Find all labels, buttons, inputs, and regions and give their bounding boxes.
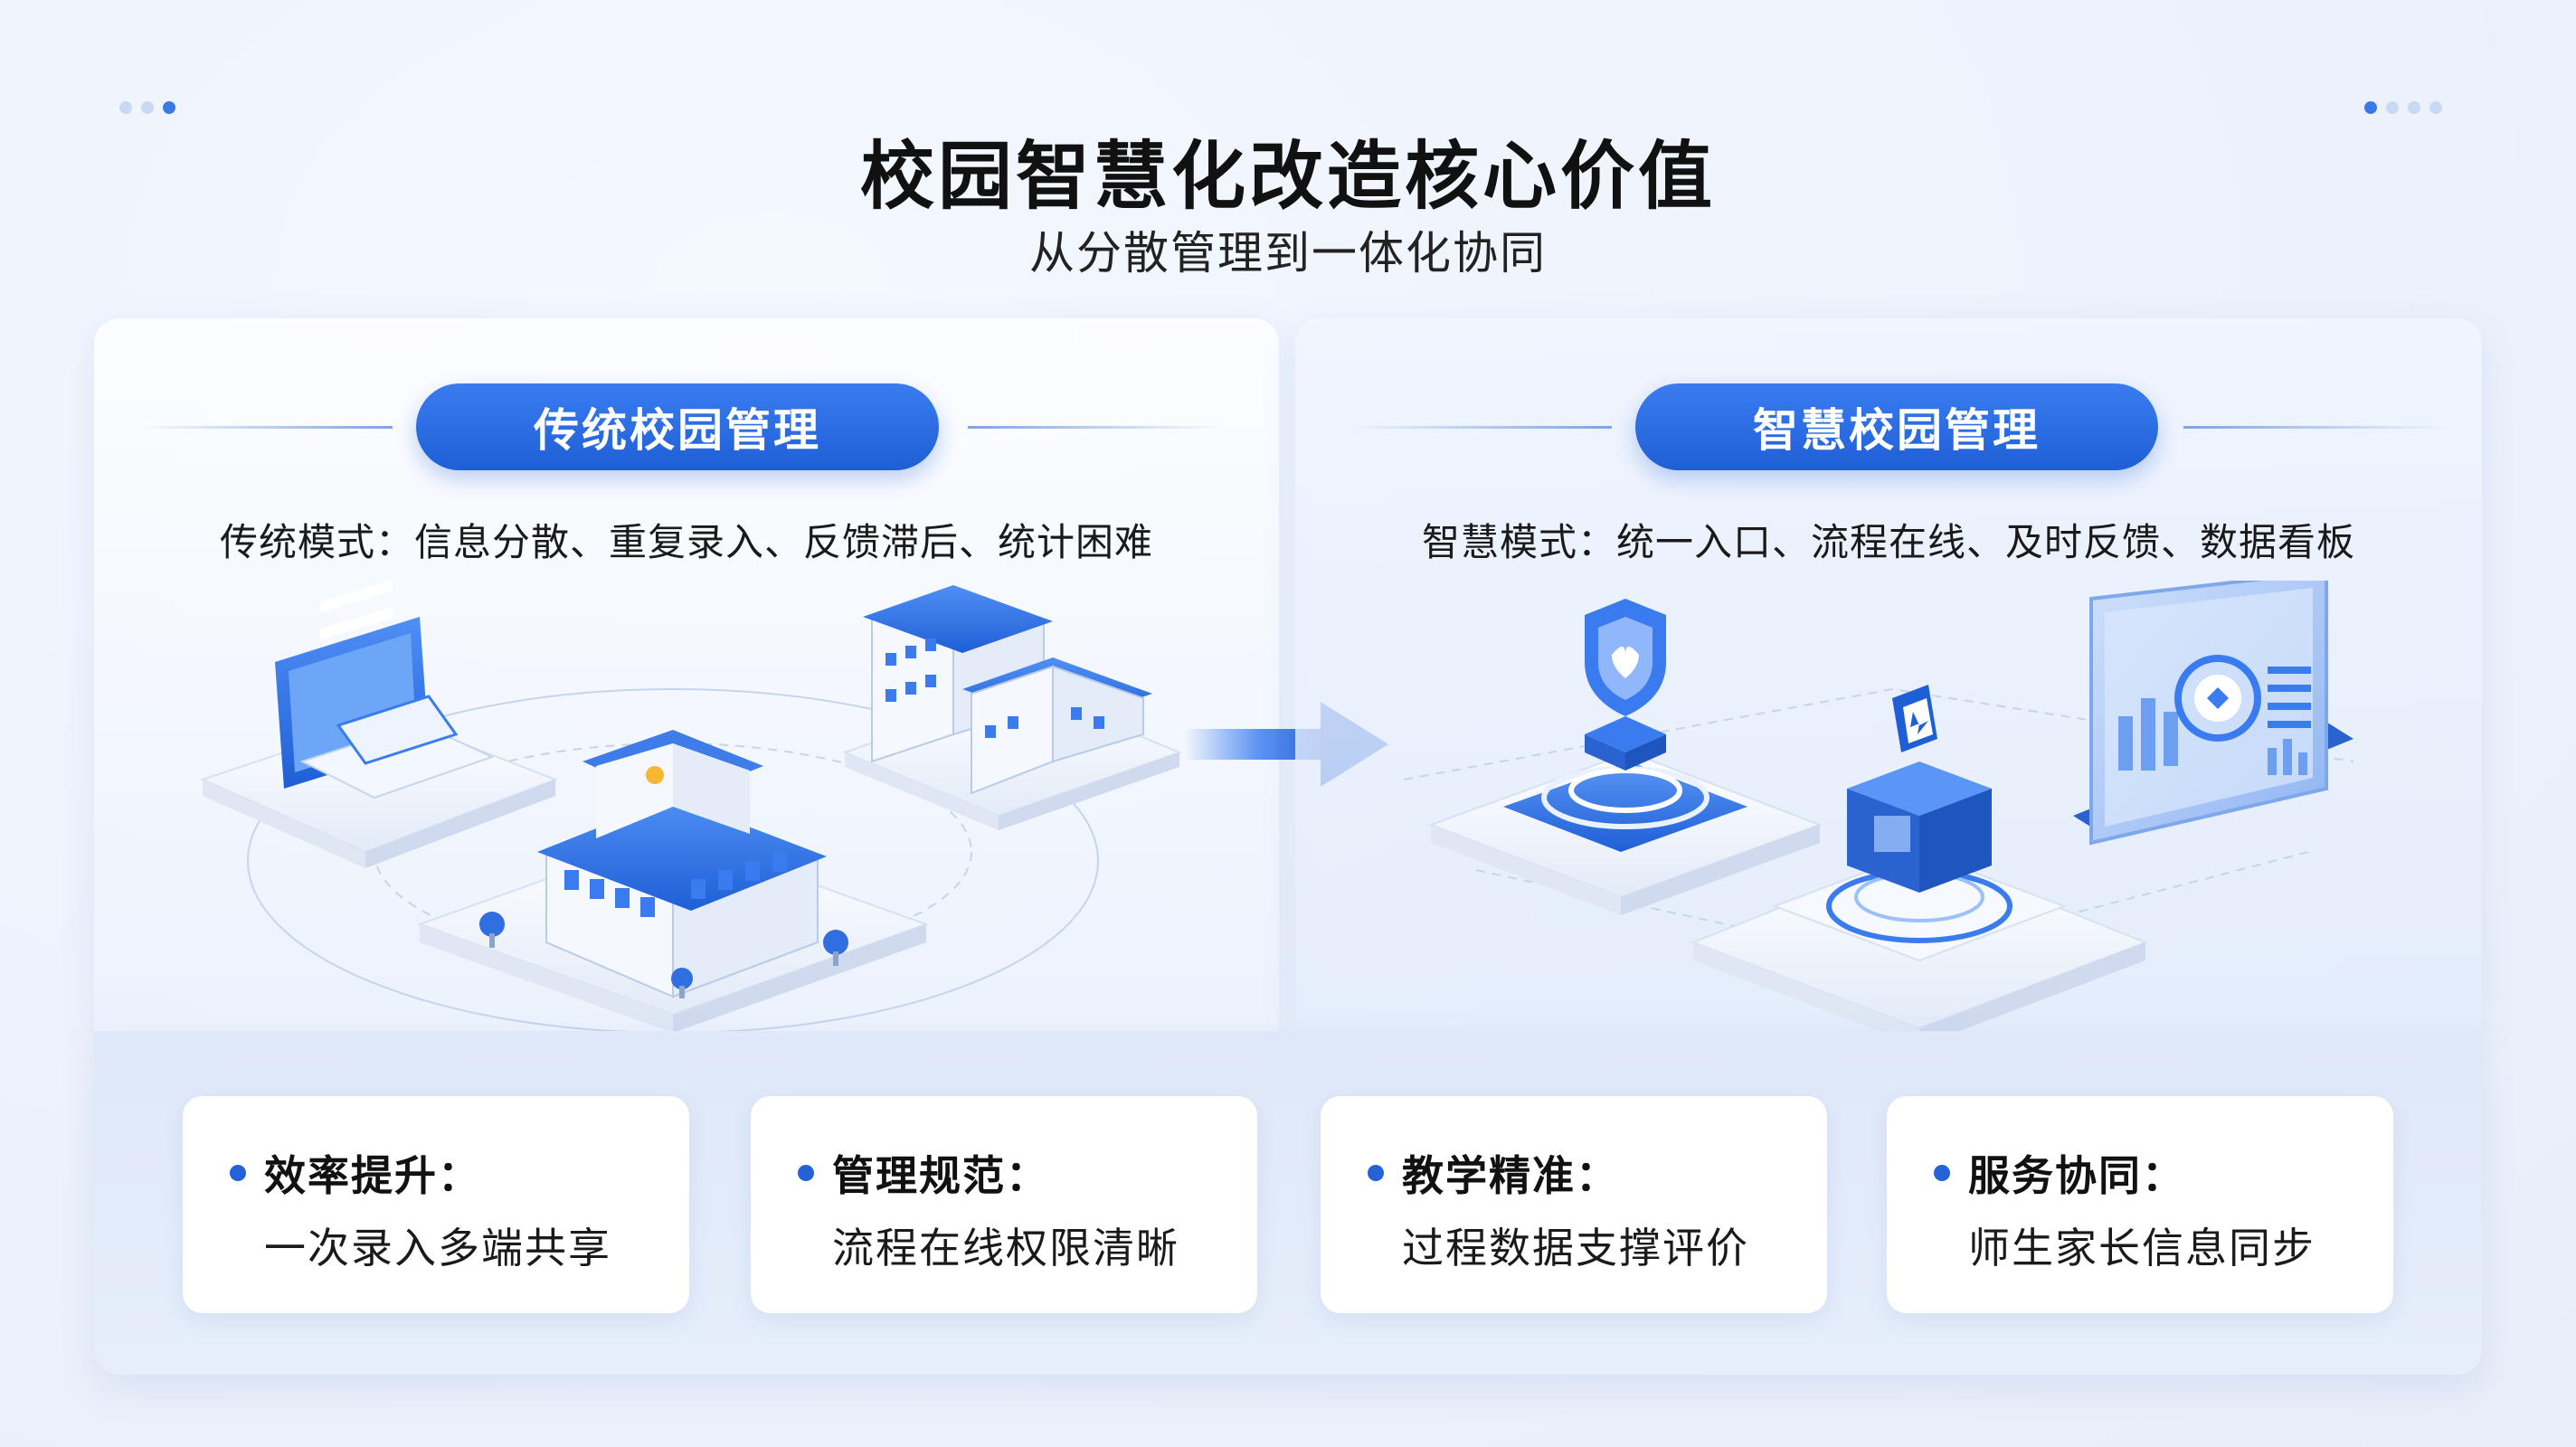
value-card-text: 过程数据支撑评价 — [1402, 1224, 1749, 1272]
dot-icon — [163, 101, 175, 114]
value-card-title-text: 管理规范： — [832, 1151, 1049, 1200]
bullet-icon — [230, 1165, 246, 1181]
decorative-dots-left — [119, 101, 175, 114]
dot-icon — [141, 101, 154, 114]
bullet-icon — [798, 1165, 814, 1181]
value-card-service: 服务协同： 师生家长信息同步 — [1887, 1096, 2393, 1313]
office-building-platform — [842, 585, 1182, 830]
data-dashboard-screen — [2073, 581, 2353, 846]
page-subtitle: 从分散管理到一体化协同 — [1029, 227, 1547, 279]
value-card-title-text: 服务协同： — [1968, 1151, 2185, 1200]
page-title: 校园智慧化改造核心价值 — [859, 134, 1716, 220]
traditional-campus-panel: 传统校园管理 传统模式：信息分散、重复录入、反馈滞后、统计困难 — [94, 318, 1279, 1033]
decorative-dots-right — [2364, 101, 2442, 114]
value-card-title: 教学精准： — [1368, 1143, 1619, 1203]
panel-header: 传统校园管理 — [94, 383, 1279, 470]
bullet-icon — [1368, 1165, 1384, 1181]
core-values-band: 效率提升： 一次录入多端共享 管理规范： 流程在线权限清晰 教学精准： 过程数据… — [94, 1031, 2482, 1375]
bullet-icon — [1934, 1165, 1950, 1181]
smart-campus-panel: 智慧校园管理 智慧模式：统一入口、流程在线、及时反馈、数据看板 — [1295, 318, 2482, 1033]
panel-header: 智慧校园管理 — [1295, 383, 2482, 470]
dot-icon — [119, 101, 132, 114]
value-card-title: 服务协同： — [1934, 1143, 2185, 1203]
value-card-text: 一次录入多端共享 — [264, 1224, 611, 1272]
dot-icon — [2386, 101, 2399, 114]
divider-line — [968, 426, 1221, 429]
security-shield-platform — [1428, 599, 1823, 915]
traditional-mode-description: 传统模式：信息分散、重复录入、反馈滞后、统计困难 — [219, 520, 1153, 564]
value-card-text: 流程在线权限清晰 — [832, 1224, 1179, 1272]
dot-icon — [2408, 101, 2420, 114]
smart-mode-description: 智慧模式：统一入口、流程在线、及时反馈、数据看板 — [1421, 520, 2355, 564]
value-card-title-text: 效率提升： — [264, 1151, 481, 1200]
value-card-title: 效率提升： — [230, 1143, 481, 1203]
value-card-title-text: 教学精准： — [1402, 1151, 1619, 1200]
traditional-campus-illustration — [200, 581, 1182, 1033]
data-entry-platform — [200, 581, 558, 868]
value-card-teaching: 教学精准： 过程数据支撑评价 — [1321, 1096, 1827, 1313]
smart-campus-illustration — [1403, 581, 2354, 1033]
value-card-title: 管理规范： — [798, 1143, 1049, 1203]
school-building-platform — [417, 730, 929, 1033]
data-cube-platform — [1690, 685, 2148, 1033]
traditional-campus-label: 传统校园管理 — [416, 383, 939, 470]
value-card-text: 师生家长信息同步 — [1968, 1224, 2316, 1272]
dot-icon — [2364, 101, 2377, 114]
divider-line — [1350, 426, 1612, 429]
divider-line — [2183, 426, 2446, 429]
divider-line — [139, 426, 393, 429]
smart-campus-label: 智慧校园管理 — [1635, 383, 2158, 470]
value-card-management: 管理规范： 流程在线权限清晰 — [751, 1096, 1257, 1313]
dot-icon — [2429, 101, 2442, 114]
value-card-efficiency: 效率提升： 一次录入多端共享 — [183, 1096, 689, 1313]
